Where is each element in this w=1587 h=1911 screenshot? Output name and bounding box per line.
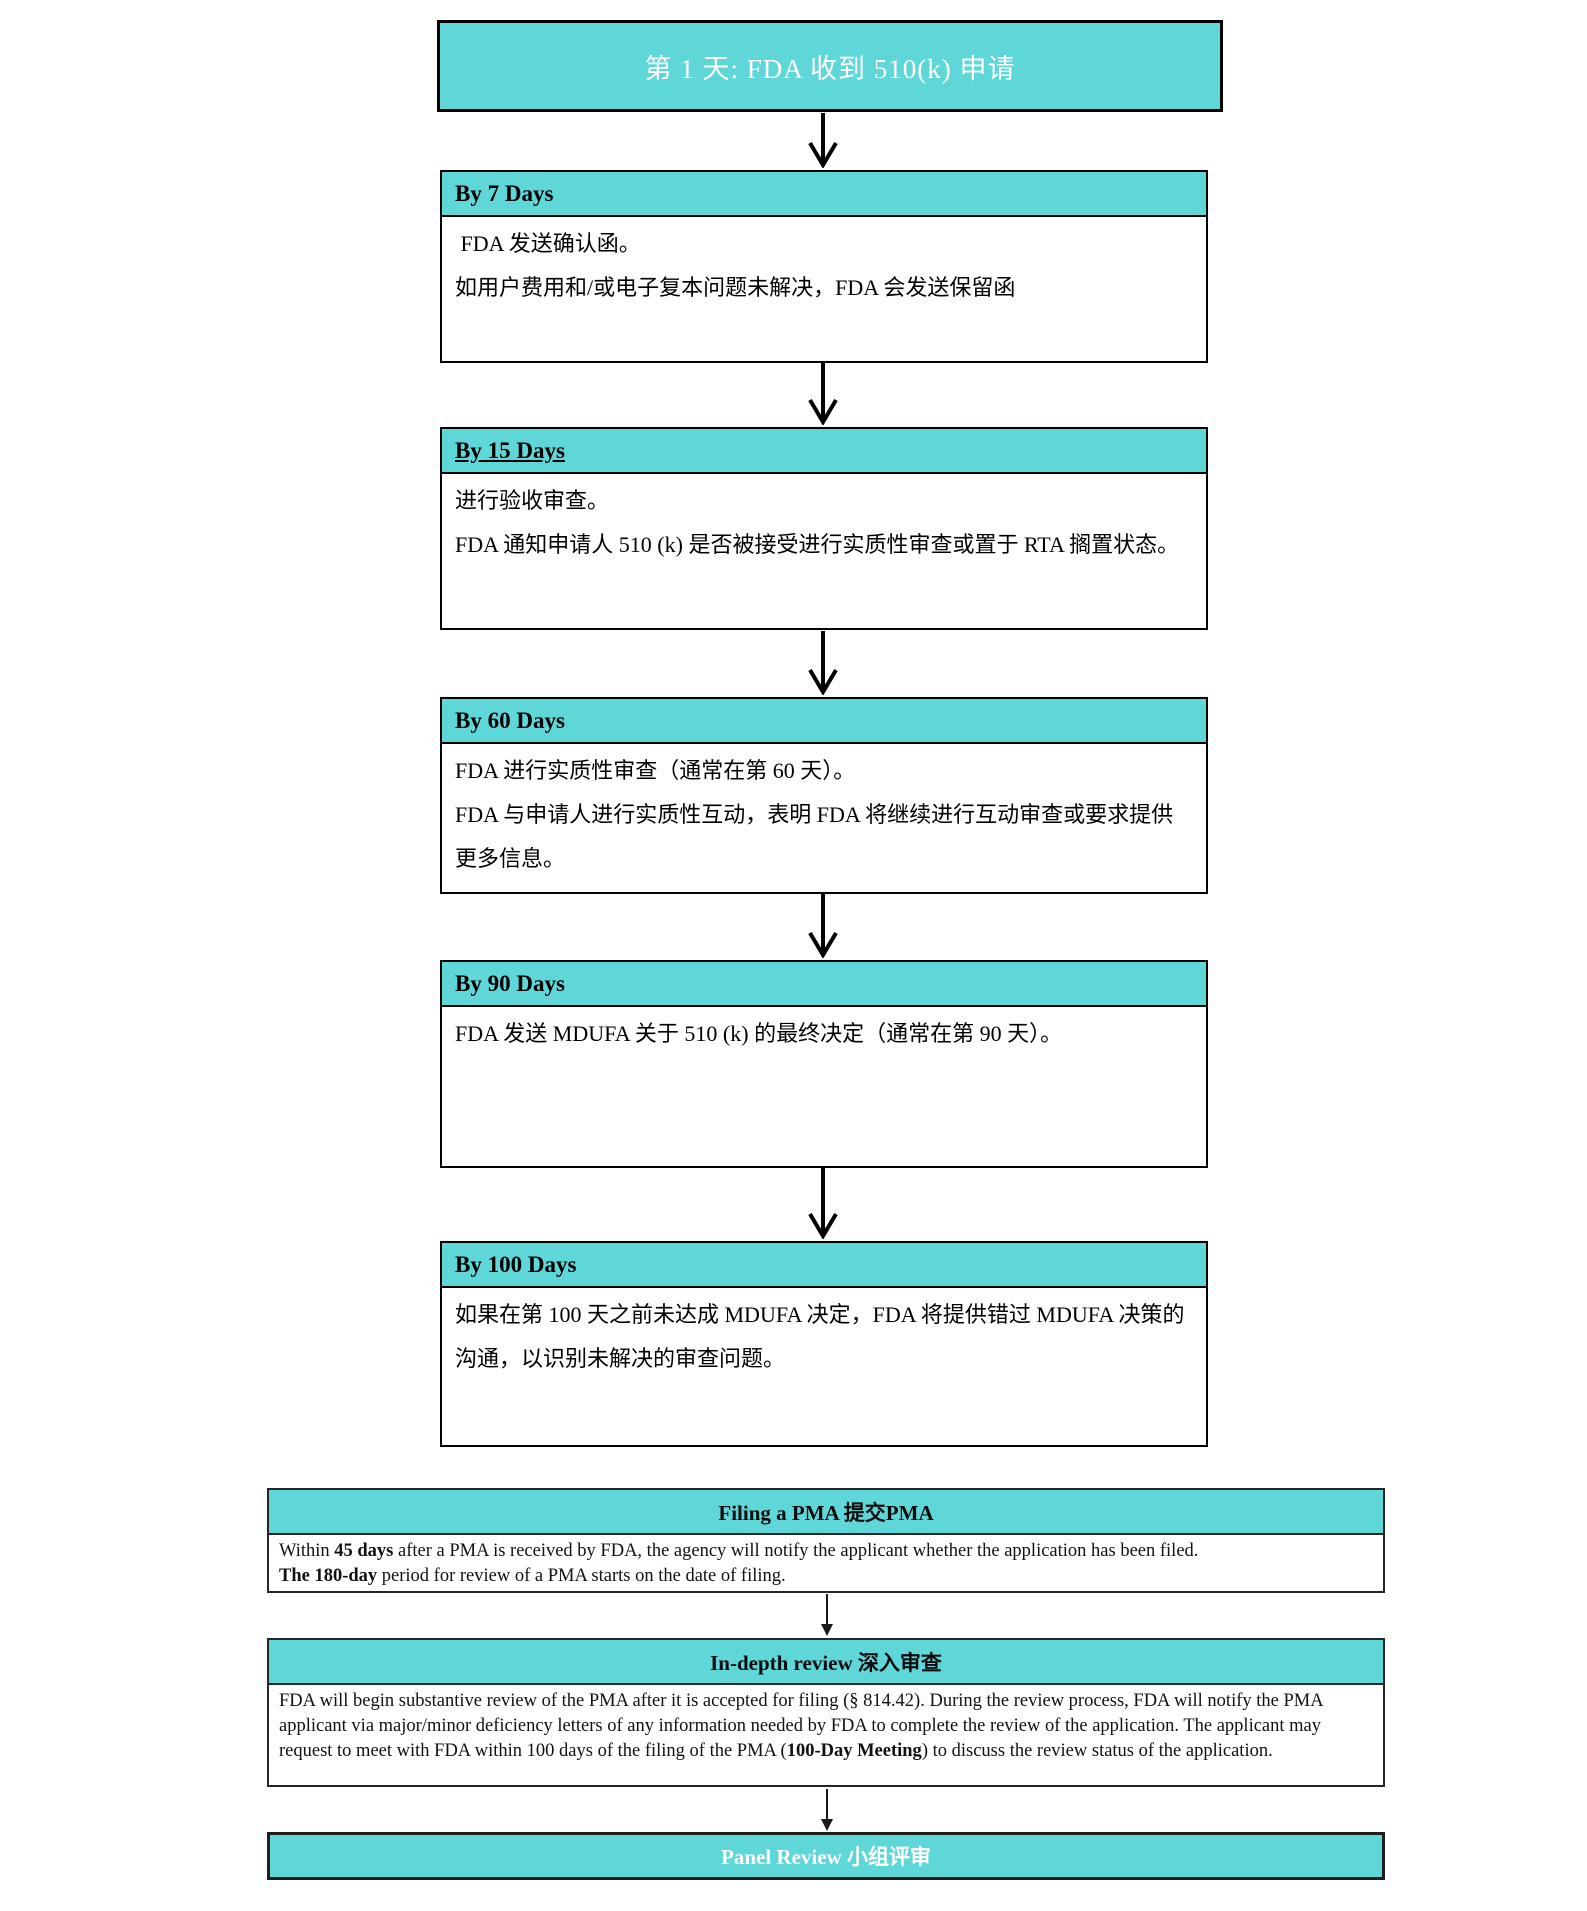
step-body: 进行验收审查。 FDA 通知申请人 510 (k) 是否被接受进行实质性审查或置于… (442, 474, 1206, 567)
step-header-label: By 7 Days (455, 180, 554, 206)
day1-title-label: 第 1 天: FDA 收到 510(k) 申请 (644, 53, 1016, 84)
pma-paragraph: Within 45 days after a PMA is received b… (279, 1541, 1199, 1561)
pma-filing-header: Filing a PMA 提交PMA (269, 1490, 1383, 1535)
step-header: By 7 Days (442, 172, 1206, 217)
pma-panel-review-bar: Panel Review 小组评审 (267, 1832, 1385, 1880)
step-header-label: By 90 Days (455, 970, 565, 996)
down-arrow-icon (808, 894, 838, 958)
step-header-label: By 100 Days (455, 1251, 577, 1277)
pma-indepth-header: In-depth review 深入审查 (269, 1640, 1383, 1685)
pma-indepth-body: FDA will begin substantive review of the… (269, 1685, 1383, 1764)
step-box: By 90 Days FDA 发送 MDUFA 关于 510 (k) 的最终决定… (440, 960, 1208, 1168)
step-header: By 90 Days (442, 962, 1206, 1007)
step-header: By 60 Days (442, 699, 1206, 744)
pma-panel-review-label: Panel Review 小组评审 (721, 1845, 931, 1869)
pma-filing-box: Filing a PMA 提交PMA Within 45 days after … (267, 1488, 1385, 1593)
step-body: FDA 进行实质性审查（通常在第 60 天）。 FDA 与申请人进行实质性互动，表… (442, 744, 1206, 881)
step-body: FDA 发送确认函。如用户费用和/或电子复本问题未解决，FDA 会发送保留函 (442, 217, 1206, 310)
step-paragraph: 如用户费用和/或电子复本问题未解决，FDA 会发送保留函 (455, 275, 1016, 300)
down-arrow-icon (821, 1789, 833, 1831)
step-paragraph: FDA 进行实质性审查（通常在第 60 天）。 (455, 758, 856, 783)
down-arrow-icon (821, 1594, 833, 1636)
day1-title-box: 第 1 天: FDA 收到 510(k) 申请 (437, 20, 1223, 112)
step-paragraph: FDA 通知申请人 510 (k) 是否被接受进行实质性审查或置于 RTA 搁置… (455, 532, 1180, 557)
pma-indepth-box: In-depth review 深入审查 FDA will begin subs… (267, 1638, 1385, 1787)
pma-filing-body: Within 45 days after a PMA is received b… (269, 1535, 1383, 1589)
step-body: 如果在第 100 天之前未达成 MDUFA 决定，FDA 将提供错过 MDUFA… (442, 1288, 1206, 1381)
step-box: By 60 Days FDA 进行实质性审查（通常在第 60 天）。 FDA 与申… (440, 697, 1208, 894)
step-box: By 100 Days 如果在第 100 天之前未达成 MDUFA 决定，FDA… (440, 1241, 1208, 1447)
step-body: FDA 发送 MDUFA 关于 510 (k) 的最终决定（通常在第 90 天）… (442, 1007, 1206, 1056)
pma-paragraph: The 180-day period for review of a PMA s… (279, 1566, 786, 1586)
down-arrow-icon (808, 363, 838, 425)
step-header-label: By 15 Days (455, 437, 565, 463)
step-box: By 15 Days 进行验收审查。 FDA 通知申请人 510 (k) 是否被接… (440, 427, 1208, 630)
down-arrow-icon (808, 113, 838, 168)
step-paragraph: FDA 发送确认函。 (455, 231, 641, 256)
step-box: By 7 Days FDA 发送确认函。如用户费用和/或电子复本问题未解决，FD… (440, 170, 1208, 363)
step-header: By 100 Days (442, 1243, 1206, 1288)
step-header-label: By 60 Days (455, 707, 565, 733)
step-paragraph: FDA 与申请人进行实质性互动，表明 FDA 将继续进行互动审查或要求提供更多信… (455, 802, 1174, 871)
step-paragraph: FDA 发送 MDUFA 关于 510 (k) 的最终决定（通常在第 90 天）… (455, 1021, 1063, 1046)
pma-paragraph: FDA will begin substantive review of the… (279, 1691, 1323, 1761)
down-arrow-icon (808, 631, 838, 695)
step-header: By 15 Days (442, 429, 1206, 474)
down-arrow-icon (808, 1168, 838, 1239)
step-paragraph: 进行验收审查。 (455, 488, 610, 513)
step-paragraph: 如果在第 100 天之前未达成 MDUFA 决定，FDA 将提供错过 MDUFA… (455, 1302, 1185, 1371)
